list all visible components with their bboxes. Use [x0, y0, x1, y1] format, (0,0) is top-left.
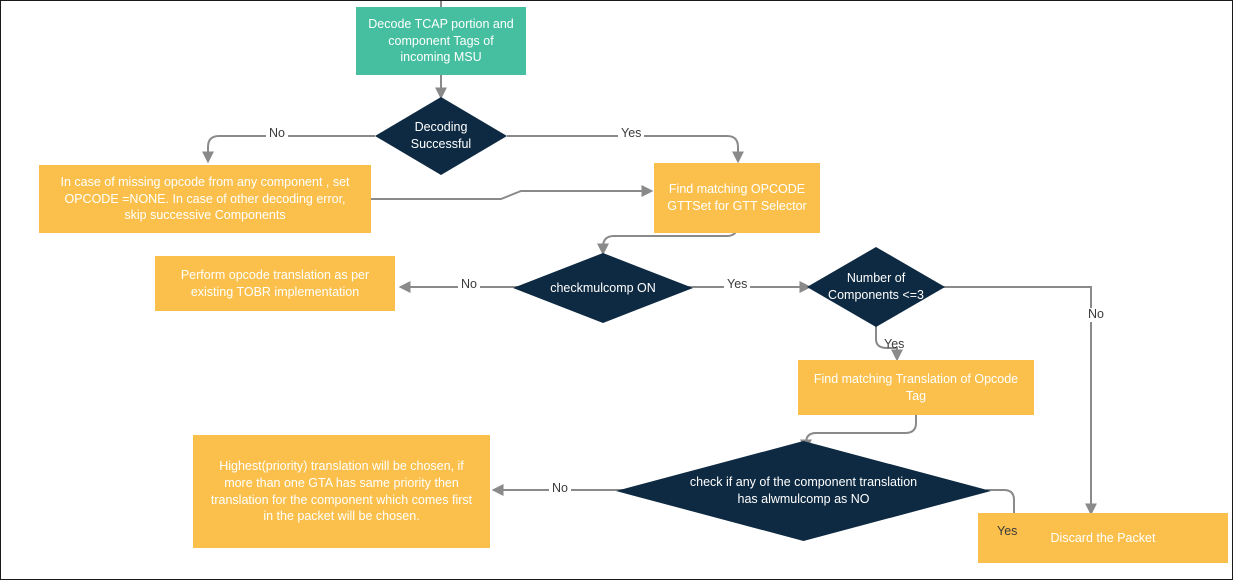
node-decode-tcap[interactable]: Decode TCAP portion and component Tags o…: [356, 7, 526, 75]
node-number-of-components-label: Number of Components <=3: [828, 271, 924, 302]
node-number-of-components[interactable]: Number of Components <=3: [807, 247, 945, 327]
edge-label-checkmulcomp-yes: Yes: [724, 277, 751, 292]
node-highest-priority-translation[interactable]: Highest(priority) translation will be ch…: [193, 435, 490, 548]
edge-label-checkmulcomp-no: No: [458, 277, 480, 292]
node-perform-opcode-translation-label: Perform opcode translation as per existi…: [180, 267, 370, 299]
node-find-opcode-gttset-label: Find matching OPCODE GTTSet for GTT Sele…: [667, 182, 807, 213]
node-missing-opcode-label: In case of missing opcode from any compo…: [60, 174, 350, 223]
edge-label-components-no: No: [1085, 307, 1107, 322]
edge-label-alwmulcomp-yes: Yes: [997, 524, 1018, 538]
node-find-translation-opcode-tag-label: Find matching Translation of Opcode Tag: [813, 371, 1019, 403]
edge-label-decoding-no: No: [266, 126, 288, 141]
node-find-opcode-gttset[interactable]: Find matching OPCODE GTTSet for GTT Sele…: [654, 163, 820, 233]
node-check-alwmulcomp[interactable]: check if any of the component translatio…: [616, 441, 991, 541]
edge-label-alwmulcomp-no: No: [549, 481, 571, 496]
node-checkmulcomp-on[interactable]: checkmulcomp ON: [513, 253, 693, 323]
node-check-alwmulcomp-label: check if any of the component translatio…: [689, 475, 918, 506]
node-discard-packet[interactable]: Discard the Packet: [978, 513, 1228, 563]
node-checkmulcomp-on-label: checkmulcomp ON: [550, 280, 656, 295]
node-find-translation-opcode-tag[interactable]: Find matching Translation of Opcode Tag: [798, 360, 1034, 415]
node-decoding-successful-label: Decoding Successful: [410, 120, 472, 151]
edge-label-components-yes: Yes: [884, 337, 905, 351]
node-discard-packet-label: Discard the Packet: [1050, 530, 1156, 545]
node-highest-priority-translation-label: Highest(priority) translation will be ch…: [210, 458, 473, 524]
edge-decoding-no: [202, 135, 375, 164]
node-decoding-successful[interactable]: Decoding Successful: [375, 97, 507, 175]
node-perform-opcode-translation[interactable]: Perform opcode translation as per existi…: [155, 256, 395, 311]
node-decode-tcap-label: Decode TCAP portion and component Tags o…: [368, 16, 514, 65]
node-missing-opcode[interactable]: In case of missing opcode from any compo…: [39, 165, 371, 233]
edge-label-decoding-yes: Yes: [618, 126, 645, 141]
edge-missingopcode-to-findopcode: [371, 185, 654, 200]
